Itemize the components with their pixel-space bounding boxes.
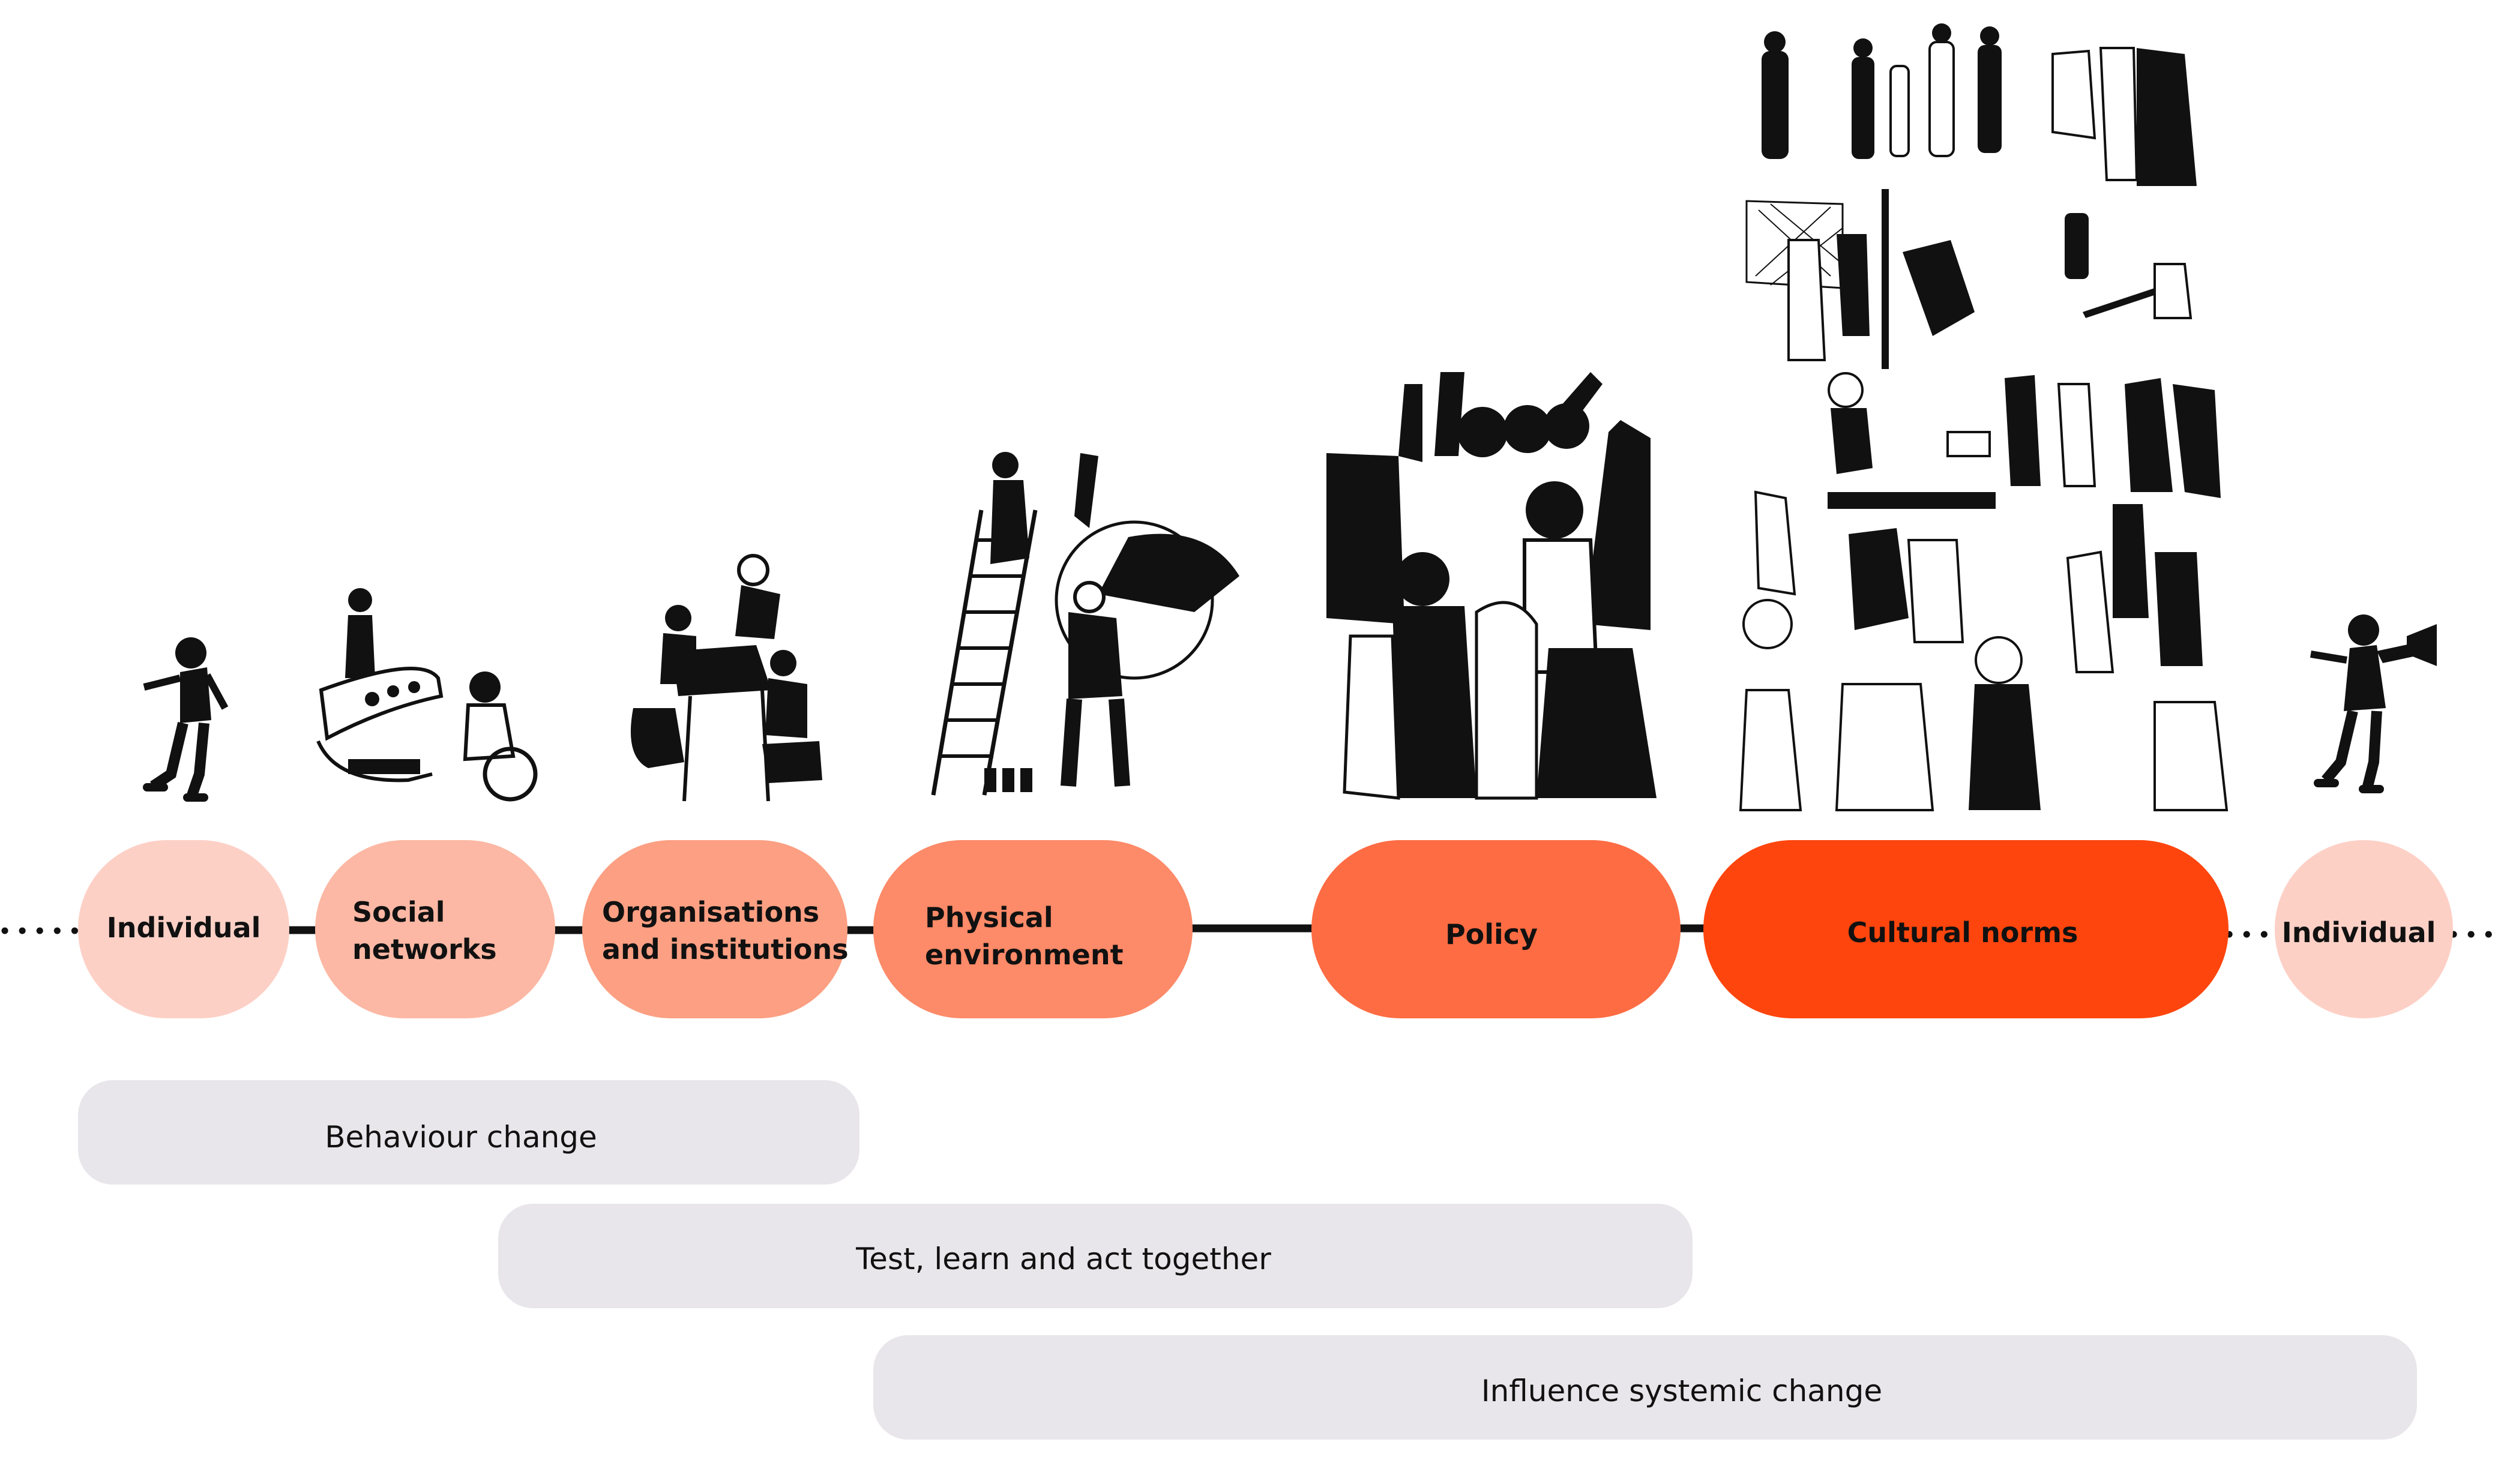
stage-pill-bg xyxy=(582,840,847,1018)
stage-label: Cultural norms xyxy=(1847,916,2078,949)
stage-label: Individual xyxy=(107,912,261,944)
stage-pill-bg xyxy=(873,840,1193,1018)
bar-test-learn-act: Test, learn and act together xyxy=(498,1204,1693,1308)
group-at-table-icon xyxy=(316,588,538,802)
bar-label: Test, learn and act together xyxy=(855,1242,1271,1276)
stage-label-line-2: networks xyxy=(352,933,497,966)
bar-label: Behaviour change xyxy=(325,1120,597,1155)
bar-behaviour-change: Behaviour change xyxy=(78,1080,859,1185)
stage-cultural-norms: Cultural norms xyxy=(1703,840,2229,1018)
stage-physical-environment: Physical environment xyxy=(873,840,1193,1018)
stage-organisations: Organisations and institutions xyxy=(582,840,849,1018)
stage-label: Policy xyxy=(1445,918,1538,951)
person-on-ladder-and-painter-icon xyxy=(931,452,1239,796)
stage-label-line-2: and institutions xyxy=(602,933,849,966)
stage-pill-bg xyxy=(2275,840,2453,1018)
stage-policy: Policy xyxy=(1311,840,1681,1018)
person-skating-icon xyxy=(143,637,229,802)
bar-label: Influence systemic change xyxy=(1481,1374,1882,1408)
meeting-around-table-icon xyxy=(630,554,822,802)
stage-label-line-2: environment xyxy=(925,939,1124,971)
dotted-connectors xyxy=(1,927,2495,938)
range-bars: Behaviour change Test, learn and act tog… xyxy=(78,1080,2417,1440)
stage-label-line-1: Social xyxy=(352,896,445,928)
collage-community-icon xyxy=(1739,23,2229,811)
stage-pill-bg xyxy=(1311,840,1681,1018)
illustrations xyxy=(143,23,2437,811)
bar-bg xyxy=(78,1080,859,1185)
stage-label-line-1: Physical xyxy=(925,901,1053,934)
stage-individual-end: Individual xyxy=(2275,840,2453,1018)
stage-pill-bg xyxy=(78,840,289,1018)
stage-pills: Individual Social networks Organisations… xyxy=(78,840,2453,1018)
person-with-megaphone-icon xyxy=(2310,614,2437,793)
bar-bg xyxy=(498,1204,1693,1308)
bar-influence-systemic-change: Influence systemic change xyxy=(873,1335,2417,1440)
stage-label-line-1: Organisations xyxy=(602,896,819,928)
stage-social-networks: Social networks xyxy=(315,840,555,1018)
stage-label: Individual xyxy=(2282,916,2436,949)
bar-bg xyxy=(873,1335,2417,1440)
stage-pill-bg xyxy=(1703,840,2229,1018)
crowd-protest-icon xyxy=(1326,372,1657,800)
stage-individual-start: Individual xyxy=(78,840,289,1018)
stage-pill-bg xyxy=(315,840,555,1018)
